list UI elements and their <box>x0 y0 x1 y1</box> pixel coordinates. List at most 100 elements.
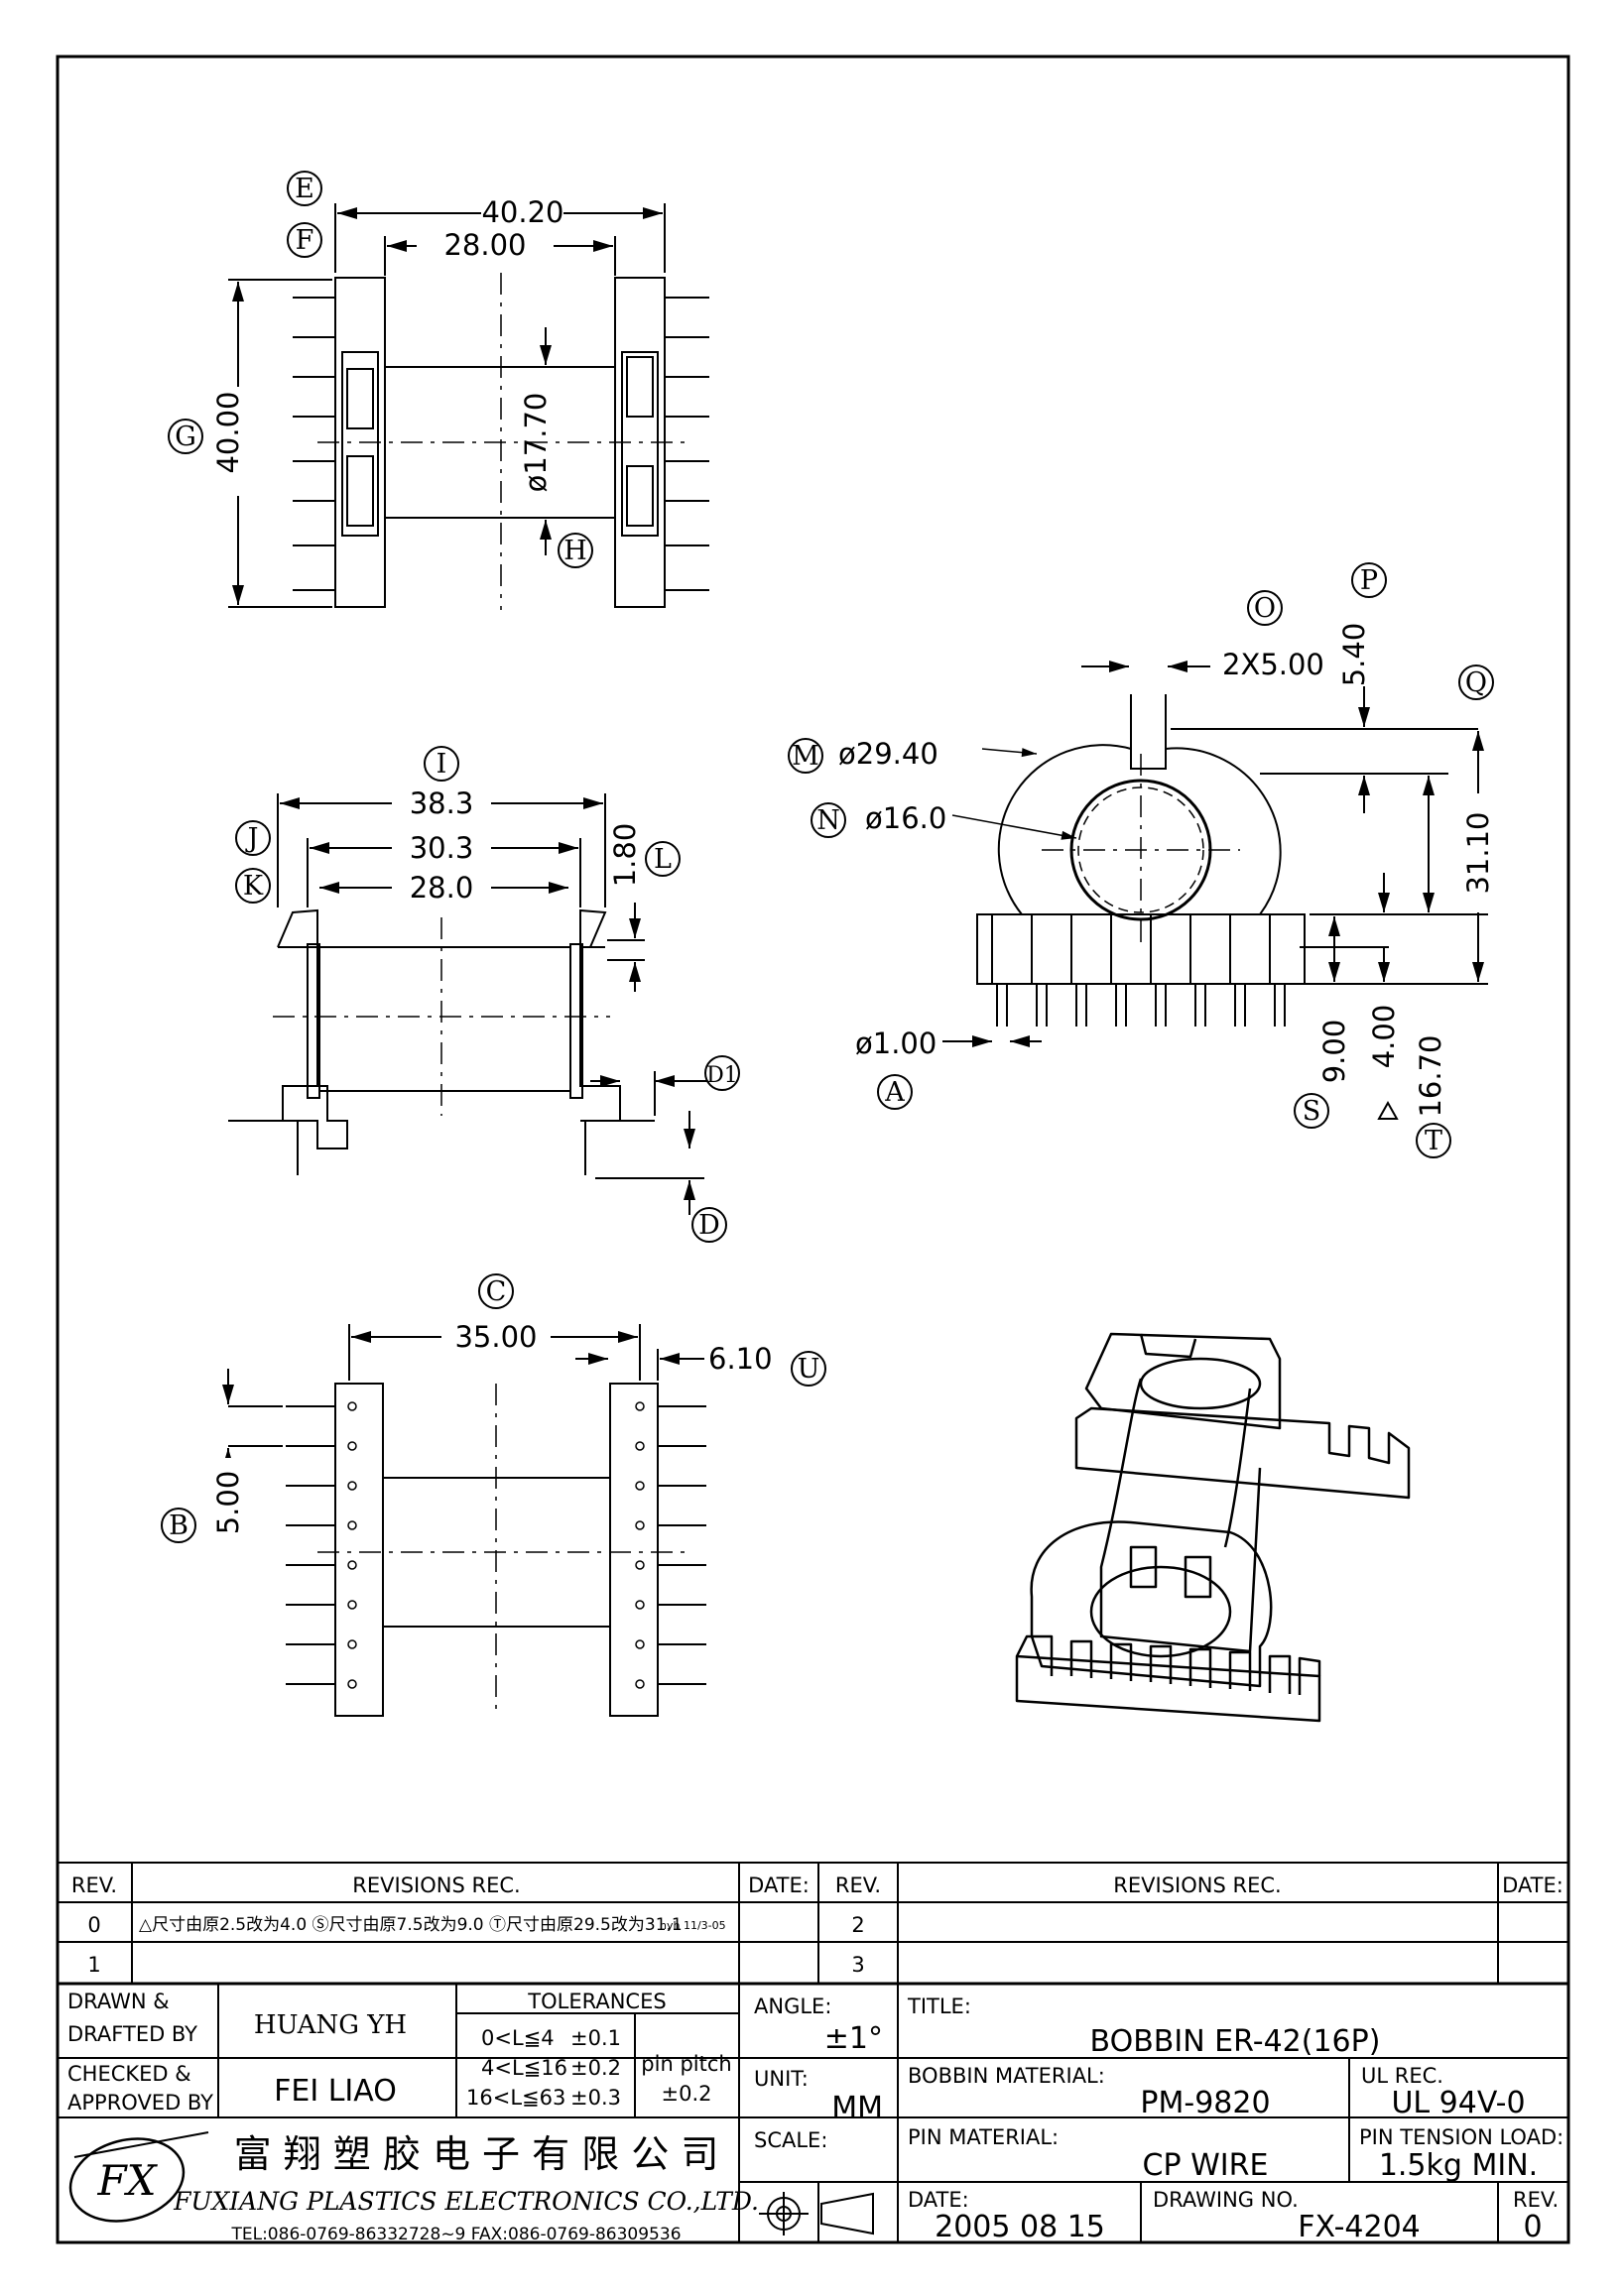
bubble-c-label: C <box>486 1276 507 1307</box>
rev-row-0: 0 <box>87 1913 100 1937</box>
bottom-view <box>222 1324 706 1717</box>
company-logo: FX <box>68 2131 209 2223</box>
tol-row-1-value: ±0.2 <box>570 2056 621 2080</box>
bubble-p <box>1351 562 1387 598</box>
dim-base: 9.00 <box>1317 1020 1351 1084</box>
dim-pin-dia: ø1.00 <box>855 1027 937 1060</box>
bubble-a <box>877 1074 913 1110</box>
drawn-label: DRAWN & <box>67 1990 170 2013</box>
pin-tension-label: PIN TENSION LOAD: <box>1359 2125 1563 2149</box>
title-block <box>58 1984 1568 2242</box>
drafted-label: DRAFTED BY <box>67 2022 197 2046</box>
drawing-no-value: FX-4204 <box>1298 2210 1421 2244</box>
bubble-q-label: Q <box>1465 667 1487 698</box>
title-value: BOBBIN ER-42(16P) <box>1090 2024 1381 2059</box>
rev-header-right: REV. <box>835 1873 881 1897</box>
bubble-u <box>791 1351 826 1387</box>
dim-side-w1: 38.3 <box>410 786 474 820</box>
rev-row-3: 3 <box>851 1953 864 1977</box>
bubble-t <box>1416 1123 1451 1158</box>
company-contact: TEL:086-0769-86332728~9 FAX:086-0769-863… <box>230 2225 681 2244</box>
logo-text: FX <box>96 2156 158 2205</box>
bubble-n-label: N <box>816 805 840 836</box>
unit-label: UNIT: <box>754 2067 809 2091</box>
dim-span: 35.00 <box>454 1320 537 1354</box>
dim-diameter: ø17.70 <box>519 393 553 493</box>
unit-value: MM <box>831 2091 883 2125</box>
bubble-k-label: K <box>243 871 264 902</box>
angle-label: ANGLE: <box>754 1994 831 2018</box>
bubble-j <box>235 820 271 856</box>
dim-inner-width: 28.00 <box>443 228 526 262</box>
dim-top: 5.40 <box>1337 623 1371 687</box>
bubble-o-label: O <box>1254 593 1276 624</box>
bubble-d1-label: D1 <box>706 1063 738 1088</box>
company-name-en: FUXIANG PLASTICS ELECTRONICS CO.,LTD. <box>173 2187 759 2216</box>
bubble-a-label: A <box>884 1077 905 1108</box>
revision-table-text: REV. REVISIONS REC. DATE: REV. REVISIONS… <box>71 1873 1563 1977</box>
bubble-g <box>168 419 203 454</box>
bubble-f <box>287 222 322 258</box>
dim-pitch: 5.00 <box>211 1471 245 1535</box>
dim-outer-dia: ø29.40 <box>838 737 938 771</box>
dim-side-w2: 30.3 <box>410 831 474 865</box>
title-block-text: DRAWN & DRAFTED BY HUANG YH CHECKED & AP… <box>67 1990 1563 2244</box>
bubble-t-label: T <box>1425 1126 1442 1156</box>
bubble-d-label: D <box>698 1210 720 1241</box>
bubble-c <box>478 1273 514 1309</box>
rec-header-left: REVISIONS REC. <box>352 1873 520 1897</box>
bubble-q <box>1458 665 1494 700</box>
bubble-p-label: P <box>1360 565 1378 596</box>
bubble-s-label: S <box>1303 1096 1321 1127</box>
pin-tension-value: 1.5kg MIN. <box>1379 2148 1538 2183</box>
rev-value: 0 <box>1523 2210 1542 2244</box>
isometric-view <box>1015 1332 1411 1723</box>
rev-row-1: 1 <box>87 1953 100 1977</box>
rev-row-2: 2 <box>851 1913 864 1937</box>
pin-pitch-label: pin pitch <box>641 2052 731 2076</box>
bubble-b-label: B <box>169 1511 188 1541</box>
front-view <box>942 661 1488 1047</box>
date-header-left: DATE: <box>748 1873 810 1897</box>
ul-value: UL 94V-0 <box>1391 2086 1525 2120</box>
bubble-g-label: G <box>175 422 196 452</box>
bubble-u-label: U <box>798 1354 820 1385</box>
bubble-h <box>558 533 593 568</box>
bubble-b <box>161 1508 196 1543</box>
rev-header-left: REV. <box>71 1873 117 1897</box>
side-view <box>228 793 714 1215</box>
title-label: TITLE: <box>907 1994 971 2018</box>
dim-height: 40.00 <box>211 391 245 473</box>
approved-by-value: FEI LIAO <box>274 2074 397 2109</box>
drawn-by-value: HUANG YH <box>254 2010 407 2040</box>
bubble-f-label: F <box>296 225 314 256</box>
dim-total: 16.70 <box>1414 1034 1447 1117</box>
bubble-d1 <box>704 1055 740 1091</box>
dim-slot: 2X5.00 <box>1222 648 1324 681</box>
bubble-d <box>691 1207 727 1243</box>
bubble-m-label: M <box>792 741 819 772</box>
pin-material-value: CP WIRE <box>1143 2148 1269 2183</box>
angle-value: ±1° <box>824 2021 883 2056</box>
rec-header-right: REVISIONS REC. <box>1113 1873 1281 1897</box>
dim-inner-dia: ø16.0 <box>865 801 946 835</box>
top-view <box>228 203 709 610</box>
bobbin-material-value: PM-9820 <box>1140 2086 1270 2120</box>
dim-pin-len: 4.00 <box>1367 1005 1401 1069</box>
ul-label: UL REC. <box>1361 2064 1443 2088</box>
bubble-h-label: H <box>563 536 587 566</box>
bottom-view-labels: 35.00 6.10 5.00 C U B <box>161 1273 826 1547</box>
date-header-right: DATE: <box>1502 1873 1563 1897</box>
bubble-s <box>1294 1093 1329 1129</box>
tolerances-title: TOLERANCES <box>527 1990 666 2013</box>
bubble-o <box>1247 590 1283 626</box>
approved-label: APPROVED BY <box>67 2091 213 2115</box>
date-value: 2005 08 15 <box>935 2210 1105 2244</box>
bubble-i-label: I <box>437 749 447 780</box>
drawing-no-label: DRAWING NO. <box>1153 2188 1299 2212</box>
checked-label: CHECKED & <box>67 2062 191 2086</box>
revision-table <box>58 1862 1568 1986</box>
bobbin-material-label: BOBBIN MATERIAL: <box>908 2064 1105 2088</box>
bubble-k <box>235 868 271 904</box>
bubble-m <box>788 738 823 774</box>
